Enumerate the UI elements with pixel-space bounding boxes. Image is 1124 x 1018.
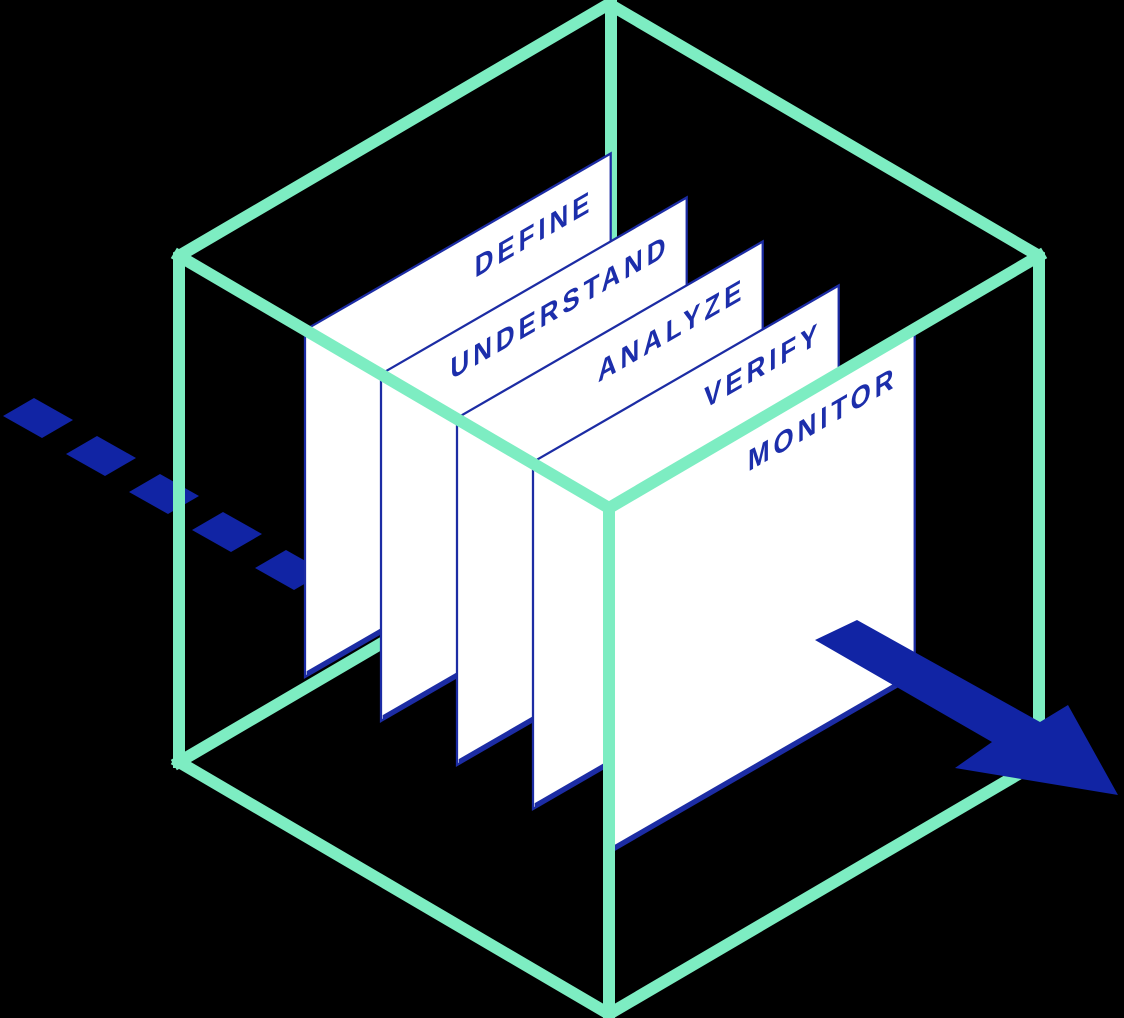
cube-edge-top-front-left [170, 247, 618, 517]
cube-outline [173, 0, 1045, 768]
cube-edge-bottom-front-left [170, 753, 618, 1018]
output-solid-flow-arrow-icon [815, 620, 1118, 795]
cube-edge-top-front-right [600, 247, 1048, 517]
cube-front-edges [170, 0, 1048, 1018]
flow-dash-icon [192, 512, 262, 552]
panel-bottom-edge [610, 672, 913, 853]
flow-dash-icon [129, 474, 199, 514]
flow-dash-icon [3, 398, 73, 438]
process-panels: DEFINE UNDERSTAND ANALYZE VERIFY MONITOR [303, 151, 916, 855]
cube-edge-bottom-front-right [600, 753, 1048, 1018]
input-dashed-flow-arrow [3, 398, 325, 590]
flow-dash-icon [66, 436, 136, 476]
